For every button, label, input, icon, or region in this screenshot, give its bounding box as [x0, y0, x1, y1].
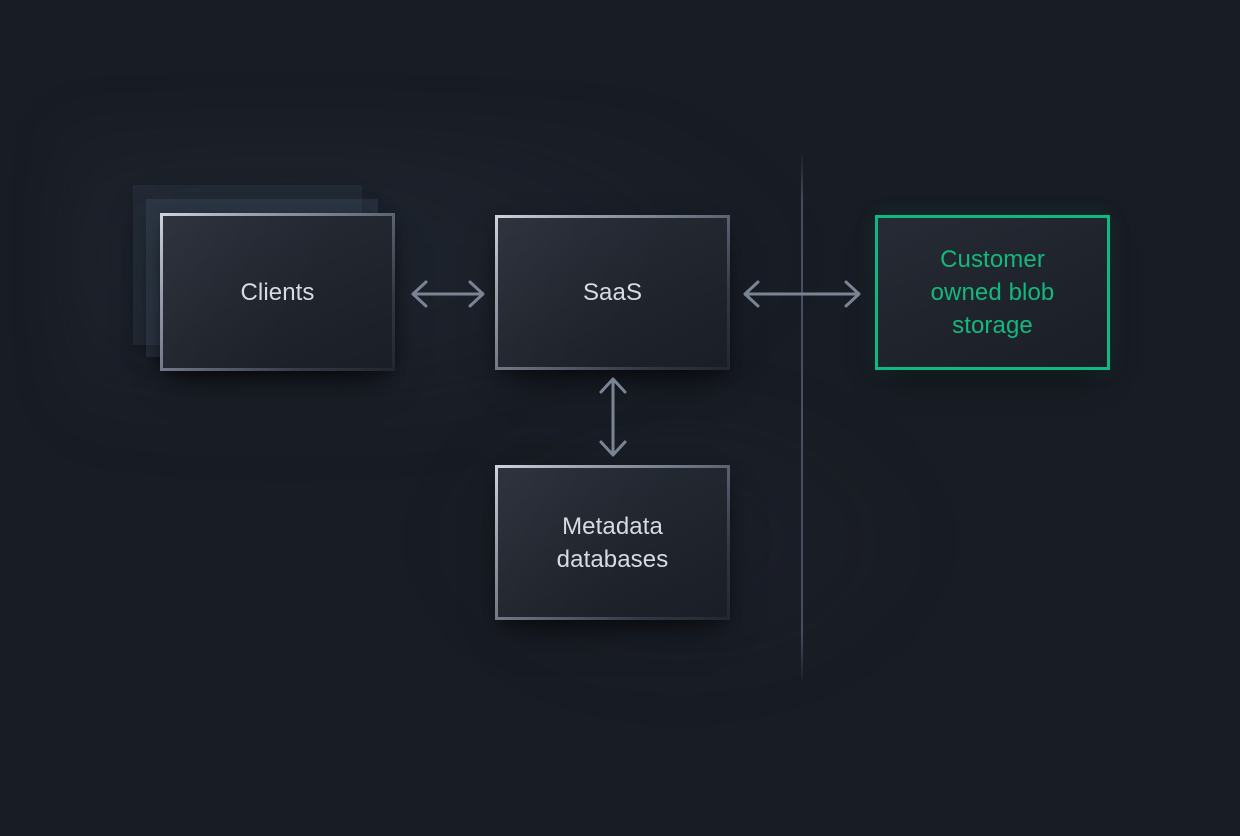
node-saas[interactable]: SaaS: [495, 215, 730, 370]
connector-saas-blob-storage: [740, 275, 864, 313]
node-metadata-databases[interactable]: Metadata databases: [495, 465, 730, 620]
node-clients[interactable]: Clients: [160, 213, 395, 371]
node-saas-label: SaaS: [582, 279, 643, 306]
connector-clients-saas: [408, 275, 488, 313]
node-clients-label: Clients: [240, 278, 315, 306]
node-customer-owned-blob-storage[interactable]: Customer owned blob storage: [875, 215, 1110, 370]
trust-boundary-divider: [801, 155, 803, 680]
node-metadata-databases-label: Metadata databases: [556, 512, 669, 573]
connector-saas-metadata: [594, 374, 632, 460]
node-customer-owned-blob-storage-label: Customer owned blob storage: [930, 246, 1055, 339]
